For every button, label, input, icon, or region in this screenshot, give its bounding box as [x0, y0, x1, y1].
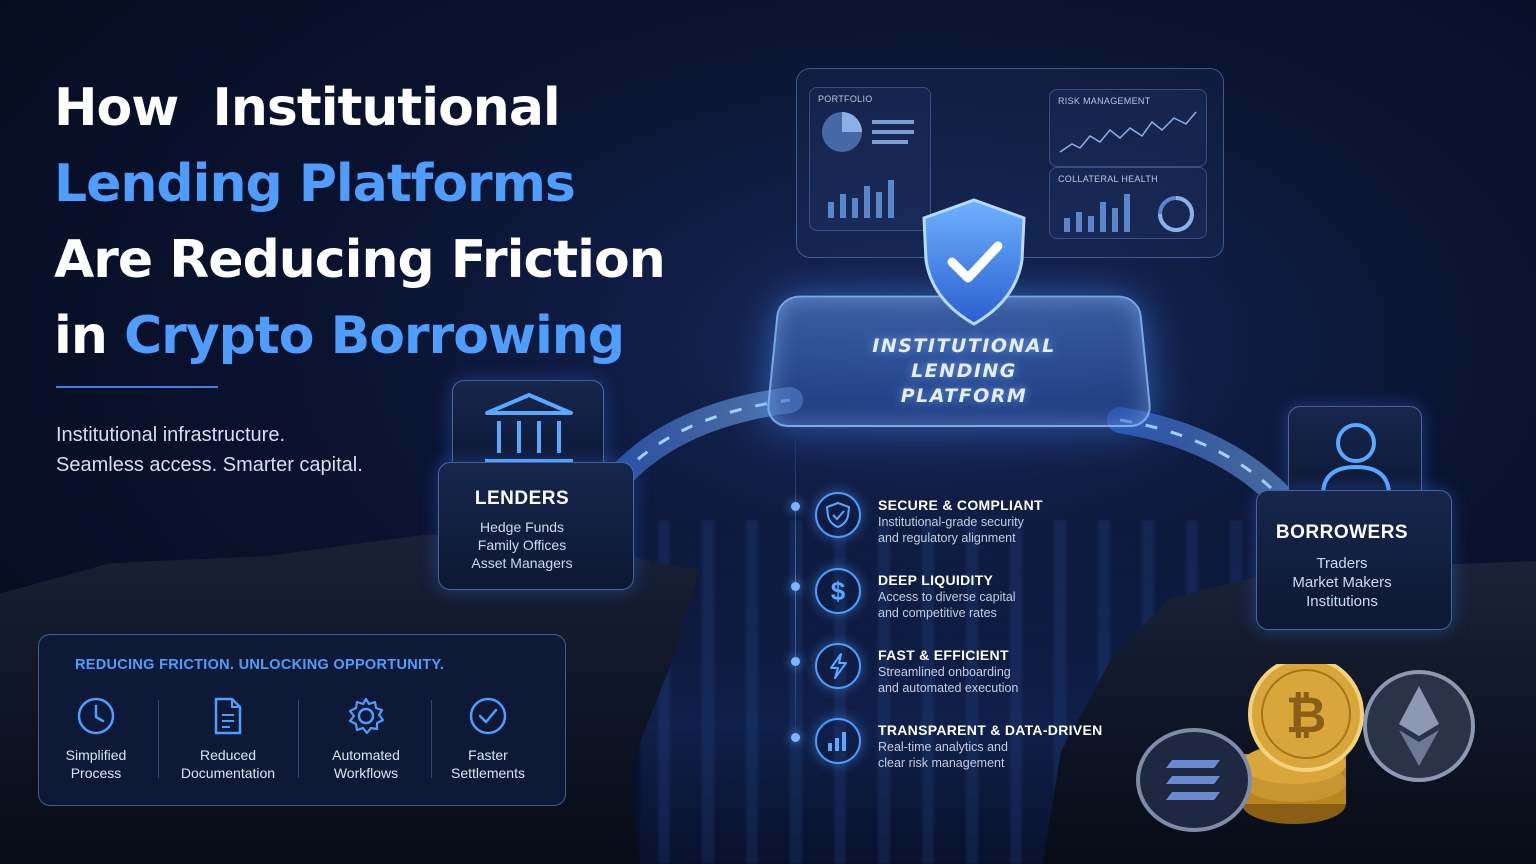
- feature-description: Institutional-grade security and regulat…: [878, 514, 1078, 546]
- separator: [298, 700, 299, 778]
- feature-description: Real-time analytics and clear risk manag…: [878, 739, 1078, 771]
- crypto-coins: ₿: [1136, 664, 1475, 832]
- borrowers-list: Traders Market Makers Institutions: [1256, 554, 1428, 611]
- benefit-label: Reduced: [199, 747, 257, 763]
- subtitle: Institutional infrastructure. Seamless a…: [56, 420, 363, 480]
- friction-card-heading: REDUCING FRICTION. UNLOCKING OPPORTUNITY…: [75, 657, 445, 673]
- separator: [431, 700, 432, 778]
- lightning-icon: [830, 653, 847, 679]
- borrowers-item: Institutions: [1306, 593, 1378, 610]
- dashboard-screen: PORTFOLIO RISK MANAGEMENT COLLATERAL HEA…: [796, 68, 1224, 258]
- feature-dot: [791, 502, 800, 511]
- borrowers-title: BORROWERS: [1275, 522, 1409, 543]
- feature-desc-line: Real-time analytics and: [878, 740, 1008, 754]
- shield-check-icon: [825, 501, 851, 529]
- lenders-item: Hedge Funds: [479, 519, 565, 535]
- bank-icon: [485, 393, 573, 463]
- benefit-label: Automated: [332, 747, 400, 763]
- title-word-institutional: Institutional: [212, 78, 561, 138]
- feature-dot: [791, 582, 800, 591]
- lenders-card: [438, 462, 634, 590]
- document-icon: [214, 697, 242, 735]
- benefit-label: Documentation: [180, 765, 276, 781]
- feature-icon-box: [815, 492, 861, 538]
- title-word-how: How: [54, 78, 179, 138]
- platform-label: INSTITUTIONAL LENDING PLATFORM: [834, 334, 1094, 409]
- feature-desc-line: and automated execution: [878, 681, 1019, 695]
- platform-line-1: INSTITUTIONAL: [872, 335, 1056, 357]
- feature-description: Access to diverse capital and competitiv…: [878, 589, 1078, 621]
- lenders-item: Family Offices: [477, 537, 567, 553]
- separator: [158, 700, 159, 778]
- dollar-icon: $: [830, 575, 846, 606]
- risk-line-chart-icon: [1059, 111, 1197, 153]
- ethereum-coin-icon: [1363, 670, 1475, 782]
- benefit-label: Simplified: [65, 747, 127, 763]
- bitcoin-coin-icon: ₿: [1248, 664, 1364, 772]
- shield-check-icon: [922, 198, 1026, 326]
- subtitle-line-2: Seamless access. Smarter capital.: [56, 454, 363, 476]
- benefit-label: Workflows: [333, 765, 399, 781]
- feature-desc-line: and regulatory alignment: [878, 531, 1016, 545]
- lenders-title: LENDERS: [474, 488, 570, 509]
- gear-icon: [348, 697, 385, 735]
- svg-text:₿: ₿: [1286, 686, 1327, 744]
- platform-line-2: LENDING: [911, 360, 1017, 382]
- lenders-icon-box: [452, 380, 604, 472]
- feature-icon-box: [815, 718, 861, 764]
- feature-description: Streamlined onboarding and automated exe…: [878, 664, 1078, 696]
- user-icon: [1321, 423, 1391, 497]
- clock-icon: [77, 697, 115, 735]
- borrowers-icon-box: [1288, 406, 1422, 506]
- page-title: How Institutional Lending Platforms Are …: [54, 70, 674, 374]
- borrowers-item: Traders: [1316, 555, 1368, 572]
- feature-desc-line: clear risk management: [878, 756, 1005, 770]
- portfolio-chart-icon: [822, 112, 914, 218]
- borrowers-card: [1256, 490, 1452, 630]
- title-line-2: Lending Platforms: [54, 154, 576, 214]
- feature-title: FAST & EFFICIENT: [878, 647, 1009, 663]
- platform-line-3: PLATFORM: [900, 385, 1028, 407]
- feature-icon-box: [815, 643, 861, 689]
- feature-desc-line: Institutional-grade security: [878, 515, 1024, 529]
- feature-title: DEEP LIQUIDITY: [878, 572, 994, 588]
- title-line-3: Are Reducing Friction: [54, 230, 666, 290]
- lenders-item: Asset Managers: [471, 555, 573, 571]
- benefit-label: Process: [70, 765, 122, 781]
- check-circle-icon: [469, 697, 507, 735]
- feature-dot: [791, 733, 800, 742]
- risk-label: RISK MANAGEMENT: [1058, 96, 1151, 106]
- portfolio-label: PORTFOLIO: [818, 94, 873, 104]
- feature-dot: [791, 657, 800, 666]
- solana-coin-icon: [1136, 728, 1252, 832]
- feature-desc-line: and competitive rates: [878, 606, 997, 620]
- benefit-label: Faster: [468, 747, 508, 763]
- friction-card: [38, 634, 566, 806]
- feature-title: SECURE & COMPLIANT: [878, 497, 1043, 513]
- title-divider: [56, 386, 218, 388]
- feature-icon-box: $: [815, 568, 861, 614]
- lenders-list: Hedge Funds Family Offices Asset Manager…: [438, 518, 606, 572]
- collateral-panel: COLLATERAL HEALTH: [1049, 167, 1207, 239]
- collateral-label: COLLATERAL HEALTH: [1058, 174, 1158, 184]
- title-phrase-crypto-borrowing: Crypto Borrowing: [123, 306, 625, 366]
- portfolio-panel: PORTFOLIO: [809, 87, 931, 231]
- feature-desc-line: Access to diverse capital: [878, 590, 1016, 604]
- collateral-chart-icon: [1064, 194, 1194, 232]
- subtitle-line-1: Institutional infrastructure.: [56, 424, 285, 446]
- risk-panel: RISK MANAGEMENT: [1049, 89, 1207, 167]
- feature-title: TRANSPARENT & DATA-DRIVEN: [878, 722, 1103, 738]
- bar-chart-icon: [828, 732, 846, 751]
- title-word-in: in: [54, 306, 108, 366]
- borrowers-item: Market Makers: [1292, 574, 1392, 591]
- benefit-label: Settlements: [451, 765, 525, 781]
- feature-desc-line: Streamlined onboarding: [878, 665, 1011, 679]
